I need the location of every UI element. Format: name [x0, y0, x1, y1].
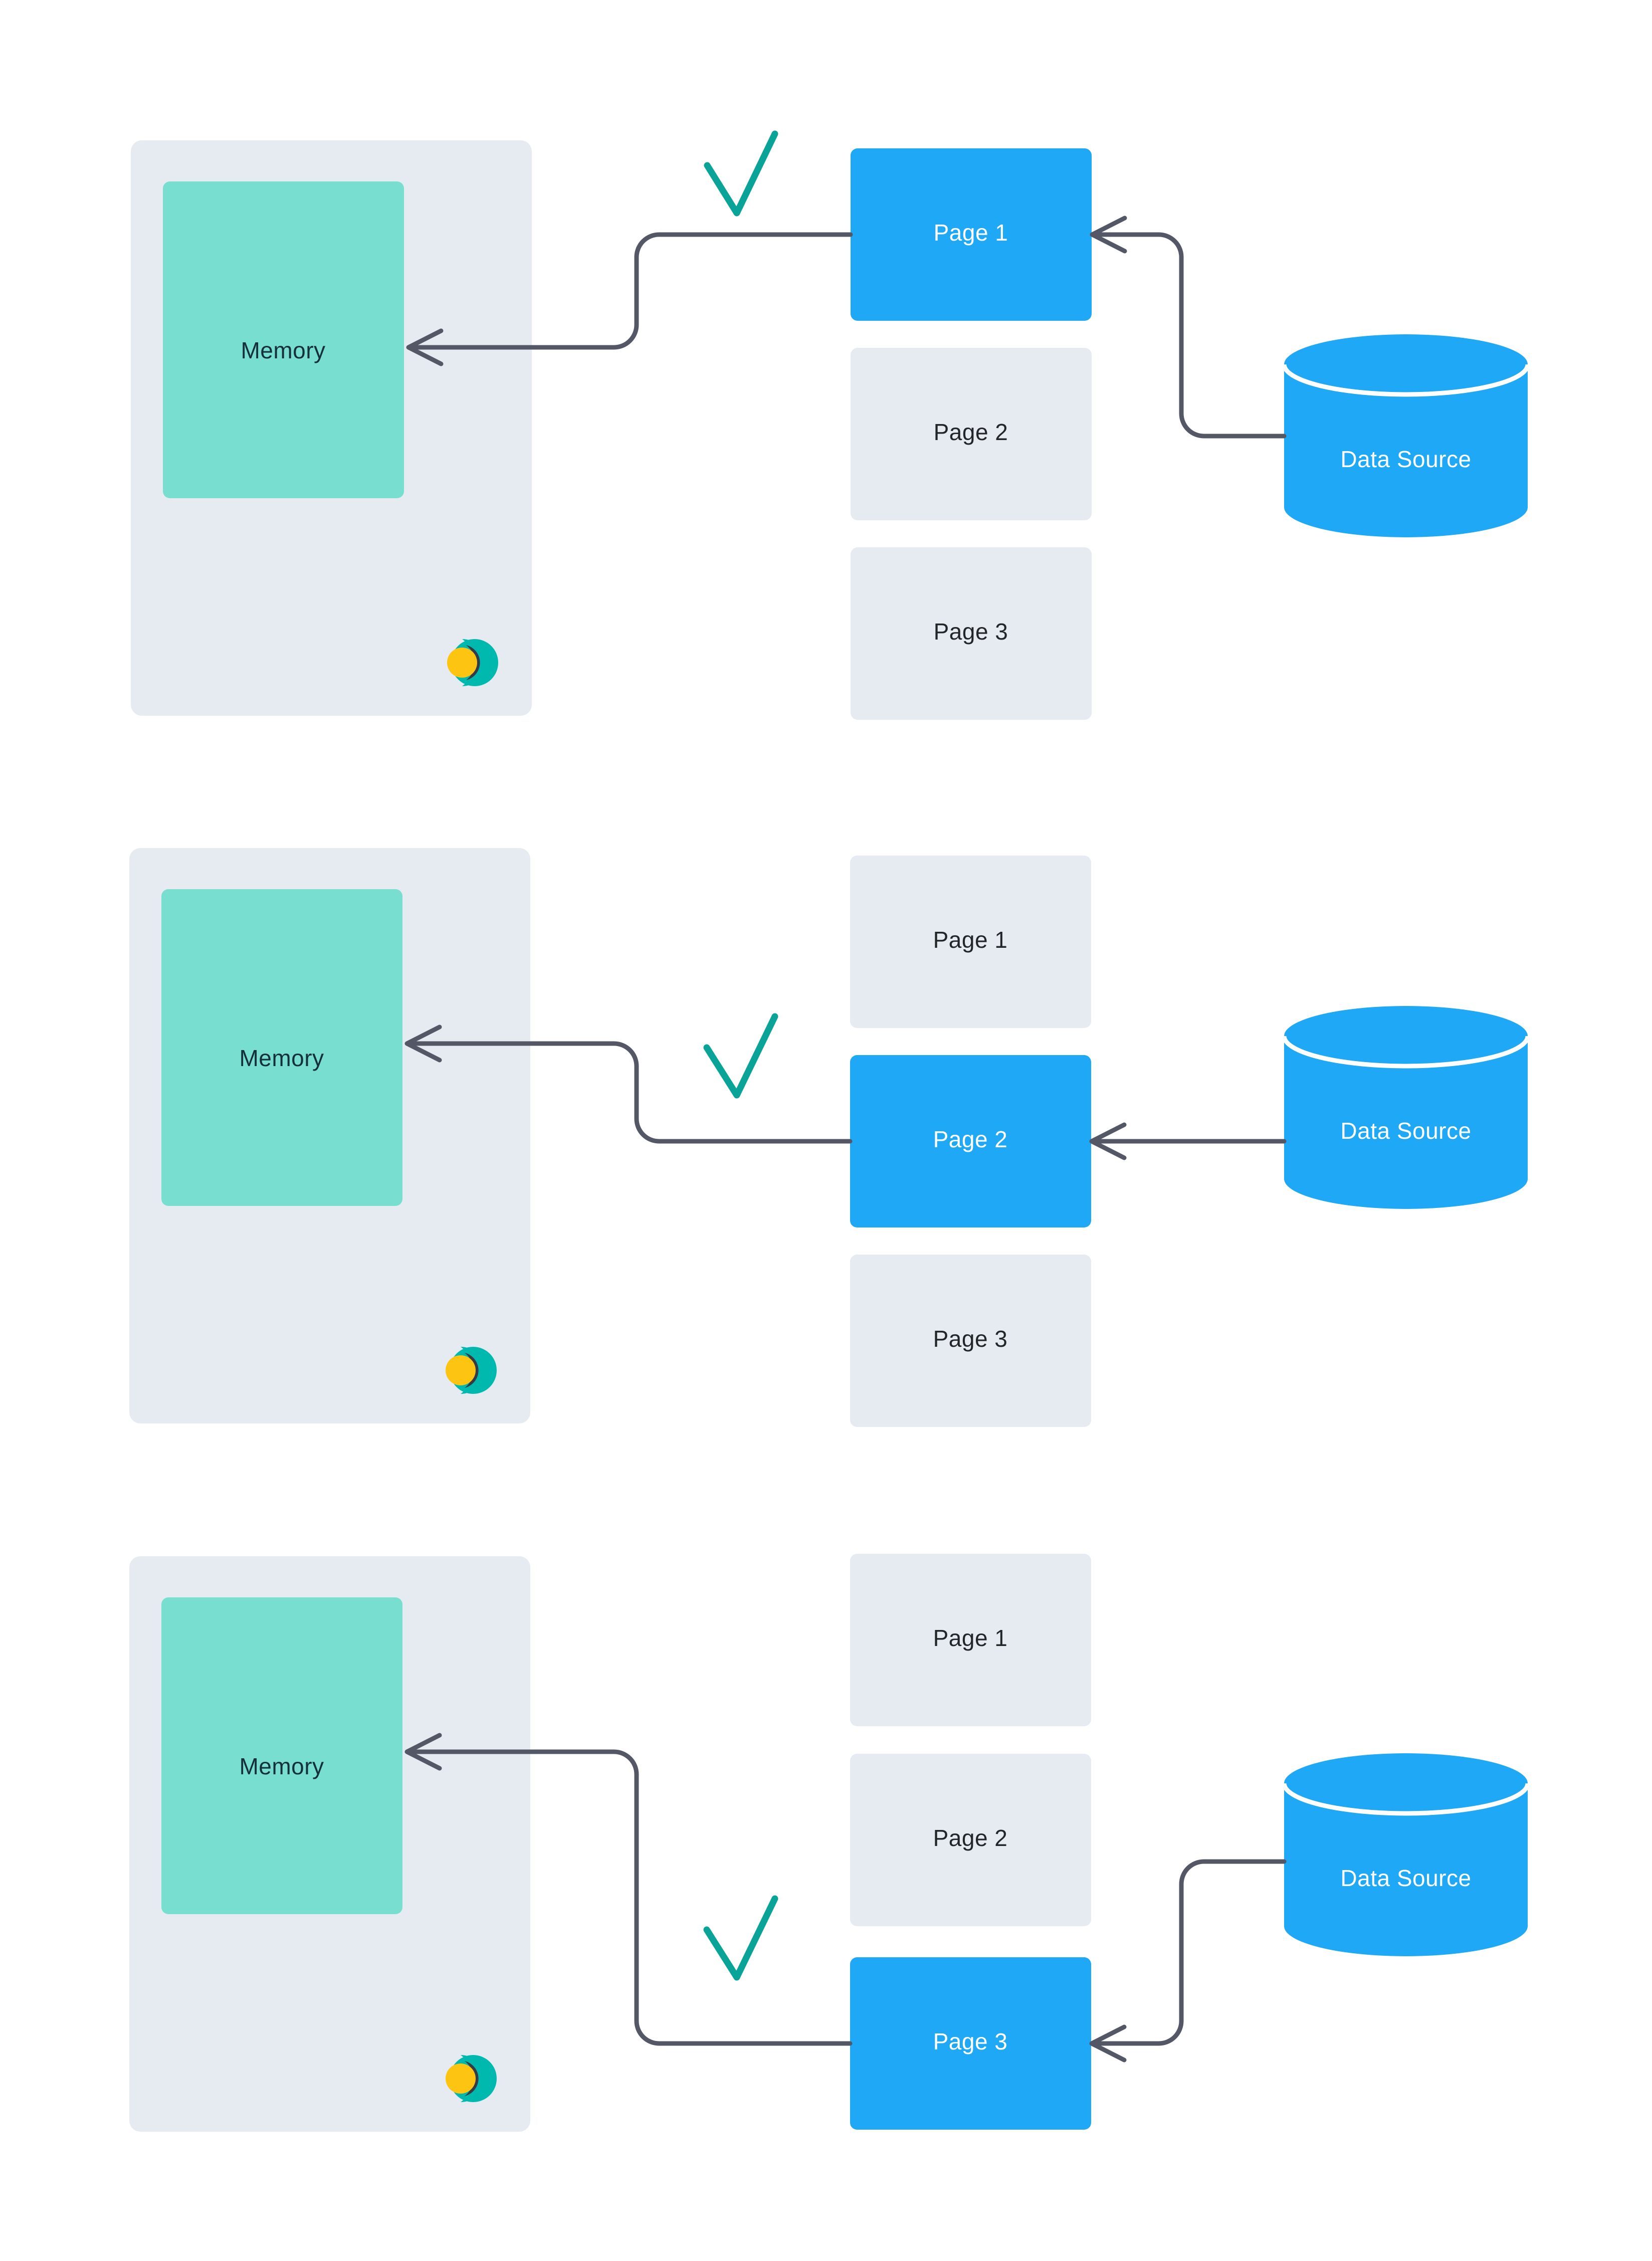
panel-3-page-2[interactable]: [850, 1754, 1091, 1926]
panel-2-memory-box[interactable]: [161, 889, 402, 1206]
panel-3-check-icon: [703, 1895, 778, 1981]
panel-3-page-1-label: Page 1: [933, 1625, 1008, 1651]
panel-3-arrowhead-memory: [404, 1733, 442, 1771]
panel-3-arrowhead-page: [1089, 2024, 1127, 2063]
panel-1: Memory Page 1 Page 2 Page 3 Data: [131, 130, 1530, 720]
panel-1-arrowhead-memory: [406, 328, 444, 366]
panel-3-data-source-label: Data Source: [1340, 1865, 1471, 1891]
panel-3: Memory Page 1 Page 2 Page 3 Data Source: [129, 1554, 1530, 2132]
panel-2-connector-page-to-memory: [410, 1041, 853, 1144]
panel-1-memory-label: Memory: [241, 337, 325, 363]
panel-2-page-1[interactable]: [850, 856, 1091, 1028]
panel-3-page-2-label: Page 2: [933, 1825, 1008, 1851]
panel-2-arrowhead-page: [1089, 1122, 1127, 1160]
panel-2-check-icon: [703, 1013, 778, 1099]
panel-3-data-source[interactable]: [1282, 1753, 1530, 1956]
panel-2-page-1-label: Page 1: [933, 927, 1008, 953]
panel-2-data-source[interactable]: [1282, 1006, 1530, 1209]
panel-1-connector-page-to-memory: [411, 232, 853, 350]
panel-1-page-3-label: Page 3: [934, 619, 1008, 645]
panel-1-moon-dot-logo: [447, 639, 498, 686]
panel-2: Memory Page 1 Page 2 Page 3 Data Source: [129, 848, 1530, 1427]
panel-1-page-2-label: Page 2: [934, 419, 1008, 445]
panel-2-page-3[interactable]: [850, 1255, 1091, 1427]
panel-2-page-2-label: Page 2: [933, 1126, 1008, 1152]
panel-3-memory-label: Memory: [239, 1753, 324, 1779]
panel-3-moon-dot-logo: [446, 2055, 497, 2102]
panel-2-memory-label: Memory: [239, 1045, 324, 1071]
panel-1-page-3[interactable]: [851, 547, 1092, 720]
panel-3-page-3-label: Page 3: [933, 2028, 1008, 2054]
panel-3-page-1[interactable]: [850, 1554, 1091, 1726]
panel-2-moon-dot-logo: [446, 1347, 497, 1394]
panel-3-connector-page-to-memory: [410, 1749, 853, 2046]
panel-2-data-source-label: Data Source: [1340, 1118, 1471, 1144]
panel-3-connector-source-to-page: [1095, 1859, 1287, 2046]
panel-2-arrowhead-memory: [404, 1024, 442, 1063]
panel-1-data-source-label: Data Source: [1340, 446, 1471, 472]
panel-3-page-3[interactable]: [850, 1957, 1091, 2130]
panel-3-memory-box[interactable]: [161, 1597, 402, 1914]
panel-1-page-2[interactable]: [851, 348, 1092, 520]
panel-1-page-1-label: Page 1: [934, 220, 1008, 246]
panel-1-memory-box[interactable]: [163, 181, 404, 498]
panel-2-page-3-label: Page 3: [933, 1326, 1008, 1352]
panel-1-arrowhead-page: [1090, 216, 1127, 254]
panel-1-page-1[interactable]: [851, 148, 1092, 321]
panel-1-connector-source-to-page: [1095, 232, 1287, 439]
panel-2-page-2[interactable]: [850, 1055, 1091, 1227]
panel-1-data-source[interactable]: [1282, 334, 1530, 537]
panel-1-check-icon: [704, 130, 778, 217]
